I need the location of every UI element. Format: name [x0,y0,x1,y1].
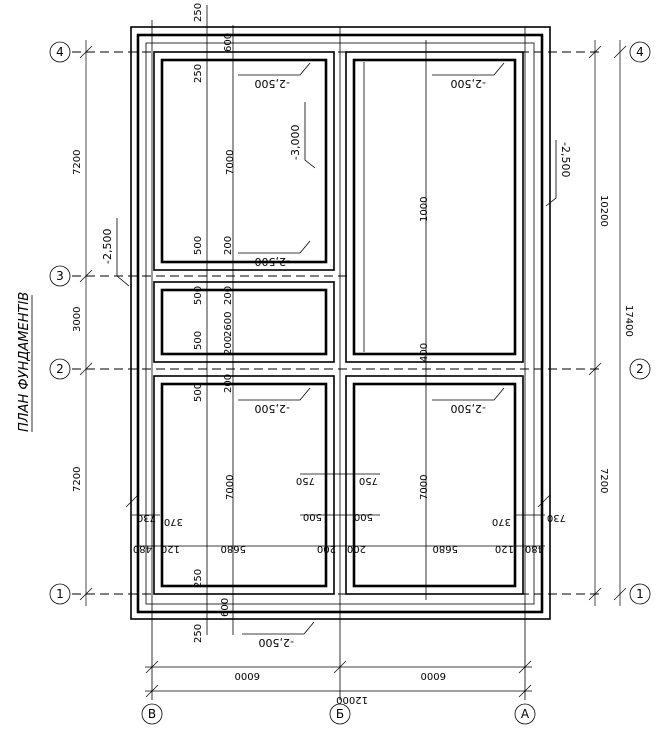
dim-right-17400: 17400 [623,305,634,337]
svg-text:-2,500: -2,500 [559,142,572,177]
dim-mid-500-d: 500 [193,383,204,402]
dim-bottom-250: 250 [193,624,204,643]
svg-text:2: 2 [636,362,644,376]
dim-right-7200: 7200 [598,468,609,493]
detail-dims-lines [125,473,551,547]
dim-bottom-250-inner: 250 [193,569,204,588]
axis-marker-1-right: 1 [629,583,651,605]
svg-text:Б: Б [336,707,344,721]
dim-mid-500-c: 500 [193,331,204,350]
dim-370-left: 370 [164,516,183,527]
dim-row-200-b: 200 [347,543,366,554]
level-marker-top-left: -2,500 [238,62,311,90]
dim-row-5680-left: 5680 [221,543,246,554]
svg-text:-2,500: -2,500 [255,402,290,415]
dim-room-top-left-7000: 7000 [225,150,236,175]
axis-marker-3-left: 3 [49,265,71,287]
room-middle-left [153,281,335,363]
dim-bottom-12000: 12000 [336,694,368,705]
dim-750-left: 750 [296,475,315,486]
dim-mid-2600: 2600 [223,312,234,337]
dim-room-top-right-1000: 1000 [419,197,430,222]
dim-750-right: 750 [359,475,378,486]
dim-row-200-a: 200 [317,543,336,554]
axis-marker-4-left: 4 [49,41,71,63]
dim-500-left: 500 [303,511,322,522]
svg-text:-3,000: -3,000 [289,125,302,160]
dim-bottom-6000-right: 6000 [421,670,446,681]
svg-text:4: 4 [56,45,64,59]
dim-mid-200-c: 200 [223,336,234,355]
room-top-right [345,51,524,363]
dim-row-5680-right: 5680 [433,543,458,554]
axis-marker-a: А [514,703,536,725]
level-marker-above-3: -2,500 [238,240,311,268]
svg-text:1: 1 [636,587,644,601]
svg-text:-2,500: -2,500 [259,636,294,649]
plan-title: ПЛАН ФУНДАМЕНТІВ [17,292,33,432]
dim-row-480-right: 480 [525,543,544,554]
dim-500-right: 500 [354,511,373,522]
level-marker-bottom-outside: -2,500 [242,621,315,649]
dim-row-120-right: 120 [495,543,514,554]
dim-left-7200-top: 7200 [72,150,83,175]
dim-row-120-left: 120 [161,543,180,554]
svg-text:-2,500: -2,500 [451,77,486,90]
dim-mid-500-a: 500 [193,236,204,255]
dim-left-3000: 3000 [72,307,83,332]
dim-mid-200-a: 200 [223,236,234,255]
svg-text:А: А [521,707,530,721]
axis-marker-v: В [141,703,163,725]
level-marker-bottom-right-room: -2,500 [432,387,505,415]
svg-text:-2,500: -2,500 [255,77,290,90]
svg-text:В: В [148,707,156,721]
level-marker-pit: -3,000 [289,102,316,169]
level-marker-bottom-left-room: -2,500 [238,387,311,415]
grid-axis-lines [72,5,600,700]
dim-row-480-left: 480 [133,543,152,554]
dim-right-10200: 10200 [598,195,609,227]
dim-bottom-6000-left: 6000 [235,670,260,681]
svg-text:2: 2 [56,362,64,376]
dim-bottom-600: 600 [220,598,231,617]
room-top-left [153,51,335,271]
axis-marker-2-left: 2 [49,358,71,380]
svg-text:-2,500: -2,500 [255,255,290,268]
room-bottom-right [345,375,524,595]
dimension-chain-right [588,40,627,606]
dim-top-250: 250 [193,3,204,22]
axis-marker-1-left: 1 [49,583,71,605]
axis-marker-2-right: 2 [629,358,651,380]
dim-730-right: 730 [547,512,566,523]
axis-marker-b: Б [329,703,351,725]
svg-text:ПЛАН ФУНДАМЕНТІВ: ПЛАН ФУНДАМЕНТІВ [17,292,32,432]
dim-730-left: 730 [137,512,156,523]
dimension-chain-left [79,40,93,606]
dim-room-bottom-right-7000: 7000 [419,475,430,500]
outer-foundation-outline [130,26,551,620]
dim-top-250-inner: 250 [193,64,204,83]
dim-370-right: 370 [492,516,511,527]
level-marker-right-side: -2,500 [545,140,572,207]
dim-mid-500-b: 500 [193,286,204,305]
svg-text:1: 1 [56,587,64,601]
svg-text:-2,500: -2,500 [451,402,486,415]
level-marker-left-3: -2,500 [101,218,130,287]
svg-text:4: 4 [636,45,644,59]
level-marker-top-right: -2,500 [432,62,505,90]
svg-text:3: 3 [56,269,64,283]
dim-top-600: 600 [223,33,234,52]
dim-mid-200-d: 200 [223,374,234,393]
dimension-chain-bottom [145,660,532,698]
dim-left-7200-bottom: 7200 [72,467,83,492]
dim-center-400: 400 [419,343,430,362]
svg-text:-2,500: -2,500 [101,229,114,264]
axis-marker-4-right: 4 [629,41,651,63]
dim-mid-200-b: 200 [223,286,234,305]
dim-room-bottom-left-7000: 7000 [225,475,236,500]
